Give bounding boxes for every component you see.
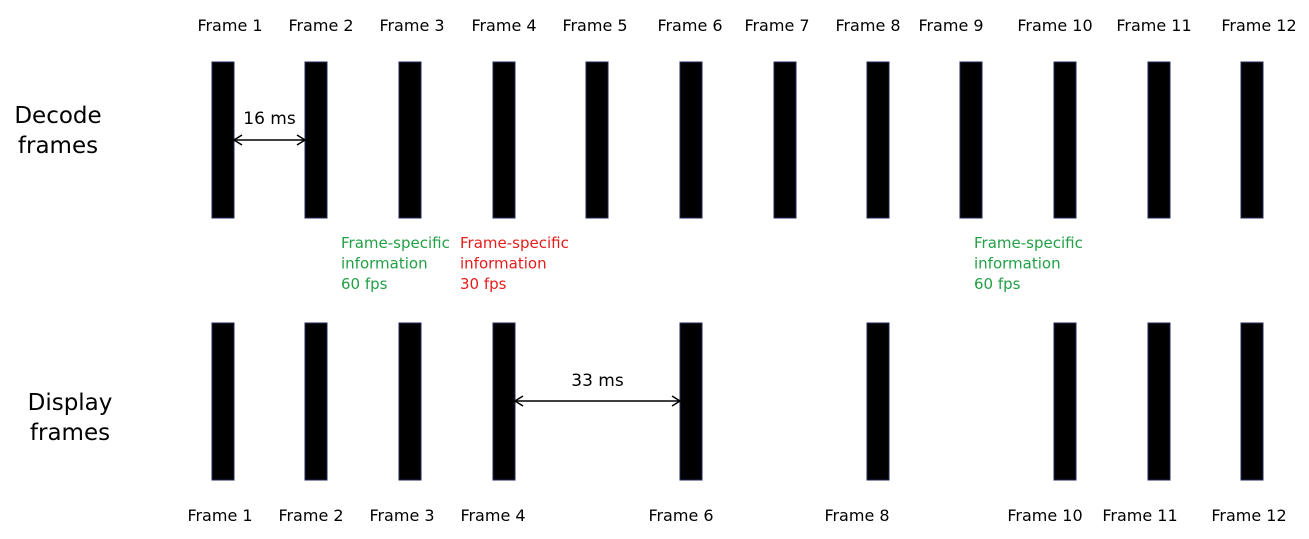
decode-frame-bar [211, 61, 235, 219]
display-row-label-line: Display [28, 390, 113, 416]
display-interval-label: 33 ms [571, 371, 624, 391]
decode-frame-bar [959, 61, 983, 219]
decode-frame-label: Frame 3 [379, 16, 444, 35]
frame-info-annotation-line: Frame-specific [341, 234, 450, 252]
decode-frame-label: Frame 5 [562, 16, 627, 35]
decode-frame-label: Frame 10 [1017, 16, 1092, 35]
decode-frame-bar [679, 61, 703, 219]
arrow-head-left-icon [232, 134, 243, 146]
decode-frame-label: Frame 11 [1116, 16, 1191, 35]
display-frame-bar [679, 322, 703, 481]
decode-frame-bar [585, 61, 609, 219]
frame-info-annotation-line: 30 fps [460, 275, 507, 293]
decode-frame-label: Frame 4 [471, 16, 536, 35]
arrow-head-right-icon [296, 134, 307, 146]
display-frame-label: Frame 8 [824, 506, 889, 525]
decode-frame-bar [398, 61, 422, 219]
display-frame-bar [211, 322, 235, 481]
display-frame-bar [1240, 322, 1264, 481]
arrow-head-left-icon [513, 395, 524, 407]
frame-info-annotation-line: Frame-specific [460, 234, 569, 252]
decode-frame-bar [492, 61, 516, 219]
frame-info-annotation-line: Frame-specific [974, 234, 1083, 252]
decode-frame-label: Frame 12 [1221, 16, 1296, 35]
display-frame-label: Frame 3 [369, 506, 434, 525]
decode-frame-bar [866, 61, 890, 219]
decode-frame-bar [1053, 61, 1077, 219]
decode-frame-label: Frame 9 [918, 16, 983, 35]
display-frame-bar [304, 322, 328, 481]
decode-frame-bar [1147, 61, 1171, 219]
display-frame-bar [492, 322, 516, 481]
decode-frame-label: Frame 1 [197, 16, 262, 35]
decode-interval-label: 16 ms [243, 109, 296, 129]
frame-info-annotation-line: information [460, 255, 547, 273]
display-frame-label: Frame 1 [187, 506, 252, 525]
decode-frame-label: Frame 8 [835, 16, 900, 35]
display-frame-label: Frame 10 [1007, 506, 1082, 525]
display-frame-label: Frame 11 [1102, 506, 1177, 525]
decode-row-label-line: Decode [14, 103, 101, 129]
frame-info-annotation-line: 60 fps [974, 275, 1021, 293]
frame-info-annotation-line: information [974, 255, 1061, 273]
decode-frame-label: Frame 6 [657, 16, 722, 35]
frame-info-annotation-line: 60 fps [341, 275, 388, 293]
decode-frame-bar [1240, 61, 1264, 219]
display-frame-bar [1053, 322, 1077, 481]
display-frame-label: Frame 12 [1211, 506, 1286, 525]
display-frame-label: Frame 4 [460, 506, 525, 525]
decode-frame-bar [773, 61, 797, 219]
display-row-label-line: frames [30, 420, 110, 446]
display-frame-bar [866, 322, 890, 481]
decode-frame-bar [304, 61, 328, 219]
display-frame-label: Frame 2 [278, 506, 343, 525]
display-frame-bar [1147, 322, 1171, 481]
arrow-head-right-icon [671, 395, 682, 407]
display-frame-bar [398, 322, 422, 481]
decode-frame-label: Frame 7 [744, 16, 809, 35]
decode-row-label-line: frames [18, 133, 98, 159]
decode-frame-label: Frame 2 [288, 16, 353, 35]
frame-info-annotation-line: information [341, 255, 428, 273]
display-frame-label: Frame 6 [648, 506, 713, 525]
